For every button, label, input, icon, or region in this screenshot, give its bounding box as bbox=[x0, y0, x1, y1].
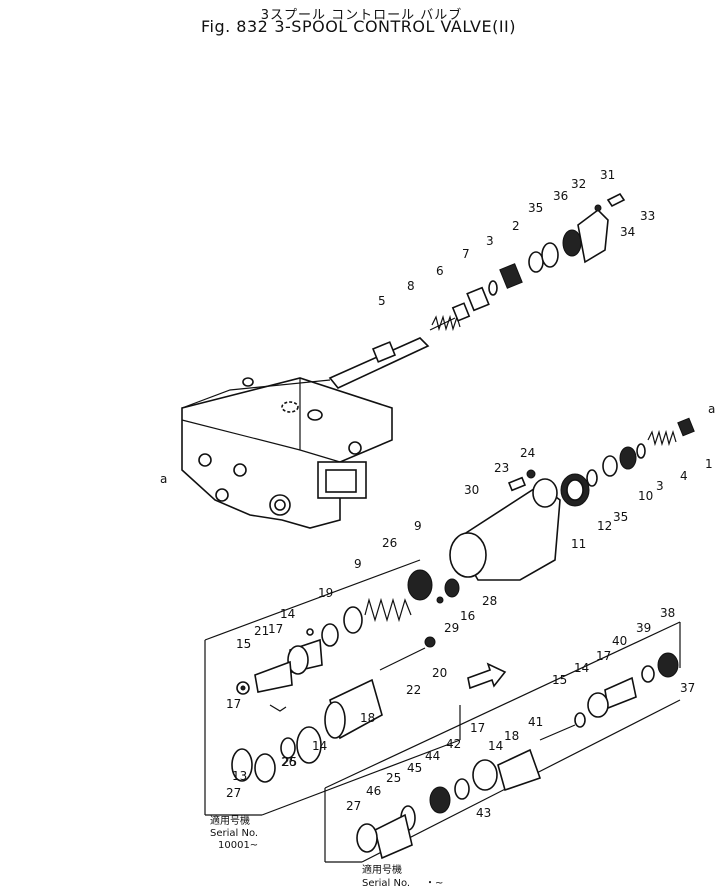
callout-26: 26 bbox=[382, 536, 397, 550]
lower-right-group bbox=[356, 652, 679, 860]
figure-title: Fig. 832 3-SPOOL CONTROL VALVE(II) bbox=[0, 17, 723, 36]
callout-8: 8 bbox=[407, 279, 415, 293]
callout-6: 6 bbox=[436, 264, 444, 278]
callout-17: 17 bbox=[596, 649, 611, 663]
callout-24: 24 bbox=[520, 446, 535, 460]
callout-14: 14 bbox=[488, 739, 503, 753]
callout-layer: 1233456789910111213141414141515161717171… bbox=[226, 168, 713, 820]
callout-46: 46 bbox=[366, 784, 381, 798]
callout-15: 15 bbox=[552, 673, 567, 687]
callout-31: 31 bbox=[600, 168, 615, 182]
callout-41: 41 bbox=[528, 715, 543, 729]
callout-40: 40 bbox=[612, 634, 627, 648]
port-label-left: a bbox=[160, 472, 167, 486]
serial-value-2: ・~ bbox=[425, 878, 443, 889]
callout-13: 13 bbox=[232, 769, 247, 783]
callout-9: 9 bbox=[414, 519, 422, 533]
serial-heading-2: 適用号機 bbox=[362, 863, 402, 876]
upper-spool-assembly bbox=[328, 192, 626, 389]
callout-3: 3 bbox=[656, 479, 664, 493]
callout-35: 35 bbox=[613, 510, 628, 524]
housing-30 bbox=[436, 469, 561, 604]
serial-heading-1: 適用号機 bbox=[210, 814, 250, 827]
valve-body bbox=[181, 377, 393, 529]
callout-7: 7 bbox=[462, 247, 470, 261]
callout-23: 23 bbox=[494, 461, 509, 475]
title-japanese: 3スプール コントロール バルブ bbox=[260, 8, 463, 23]
serial-value-1: 10001~ bbox=[218, 840, 258, 851]
callout-33: 33 bbox=[640, 209, 655, 223]
callout-14: 14 bbox=[312, 739, 327, 753]
callout-17: 17 bbox=[226, 697, 241, 711]
direction-arrow-icon bbox=[467, 662, 507, 690]
serial-label-2: Serial No. bbox=[362, 878, 410, 889]
callout-42: 42 bbox=[446, 737, 461, 751]
callout-14: 14 bbox=[280, 607, 295, 621]
callout-15: 15 bbox=[236, 637, 251, 651]
callout-19: 19 bbox=[318, 586, 333, 600]
callout-27: 27 bbox=[346, 799, 361, 813]
callout-21: 21 bbox=[254, 624, 269, 638]
serial-label-1: Serial No. bbox=[210, 828, 258, 839]
callout-18: 18 bbox=[504, 729, 519, 743]
callout-2: 2 bbox=[512, 219, 520, 233]
callout-39: 39 bbox=[636, 621, 651, 635]
callout-12: 12 bbox=[597, 519, 612, 533]
callout-9: 9 bbox=[354, 557, 362, 571]
callout-32: 32 bbox=[571, 177, 586, 191]
callout-10: 10 bbox=[638, 489, 653, 503]
callout-25: 25 bbox=[282, 755, 297, 769]
callout-5: 5 bbox=[378, 294, 386, 308]
callout-3: 3 bbox=[486, 234, 494, 248]
callout-16: 16 bbox=[460, 609, 475, 623]
lower-left-group bbox=[231, 636, 436, 783]
callout-25: 25 bbox=[386, 771, 401, 785]
port-label-right: a bbox=[708, 402, 715, 416]
callout-14: 14 bbox=[574, 661, 589, 675]
figure-name: 3-SPOOL CONTROL VALVE(II) bbox=[274, 17, 517, 36]
callout-22: 22 bbox=[406, 683, 421, 697]
spring-8 bbox=[431, 314, 461, 332]
callout-17: 17 bbox=[470, 721, 485, 735]
callout-38: 38 bbox=[660, 606, 675, 620]
right-cap-assembly bbox=[560, 417, 695, 507]
callout-34: 34 bbox=[620, 225, 635, 239]
mid-stack bbox=[236, 569, 433, 695]
callout-18: 18 bbox=[360, 711, 375, 725]
callout-30: 30 bbox=[464, 483, 479, 497]
callout-27: 27 bbox=[226, 786, 241, 800]
callout-1: 1 bbox=[705, 457, 713, 471]
figure-number: Fig. 832 bbox=[200, 17, 269, 36]
callout-20: 20 bbox=[432, 666, 447, 680]
callout-11: 11 bbox=[571, 537, 586, 551]
callout-37: 37 bbox=[680, 681, 695, 695]
callout-35: 35 bbox=[528, 201, 543, 215]
serial-frame-1 bbox=[204, 559, 461, 816]
callout-29: 29 bbox=[444, 621, 459, 635]
callout-44: 44 bbox=[425, 749, 440, 763]
callout-36: 36 bbox=[553, 189, 568, 203]
callout-26: 26 bbox=[281, 755, 296, 769]
callout-4: 4 bbox=[680, 469, 688, 483]
callout-17: 17 bbox=[268, 622, 283, 636]
callout-28: 28 bbox=[482, 594, 497, 608]
callout-45: 45 bbox=[407, 761, 422, 775]
callout-43: 43 bbox=[476, 806, 491, 820]
